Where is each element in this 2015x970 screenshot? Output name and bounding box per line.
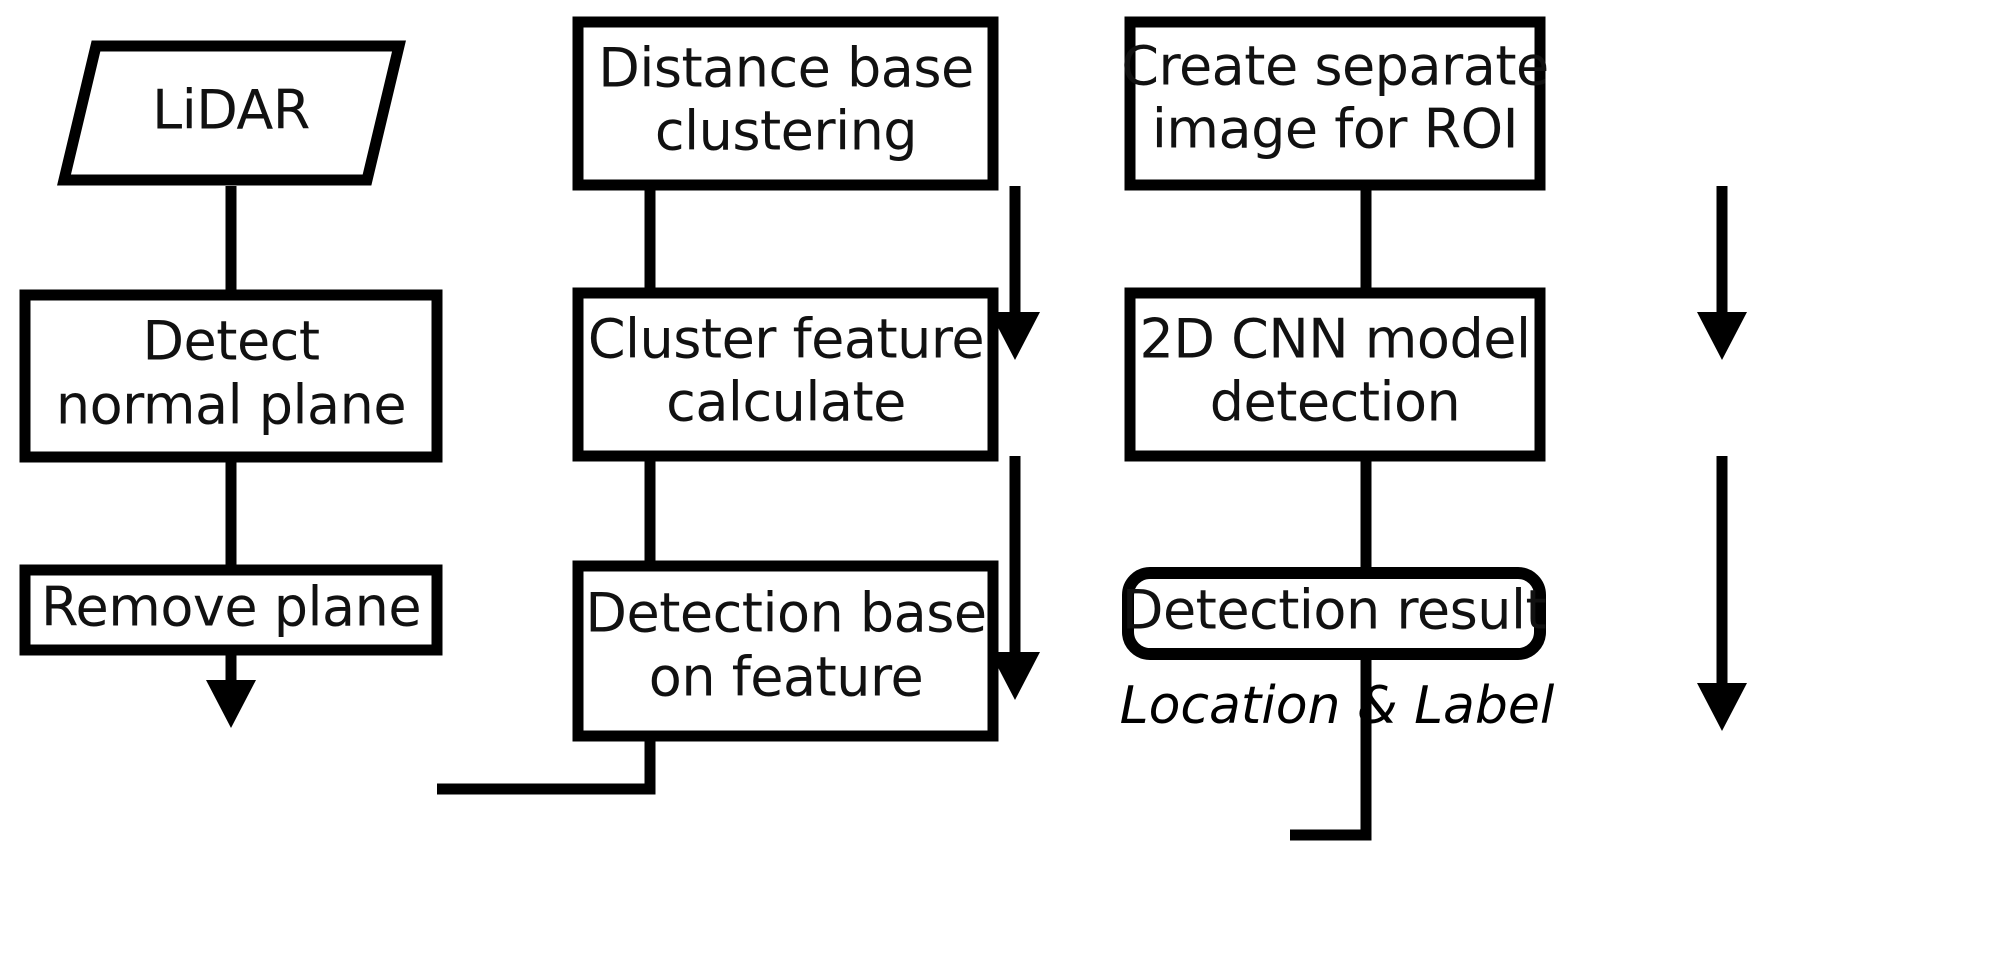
node-cnn-model-detection-label-line2: detection bbox=[1210, 371, 1461, 434]
node-remove-plane[interactable]: Remove plane bbox=[19, 564, 443, 656]
node-cluster-feature-calculate[interactable]: Cluster feature calculate bbox=[572, 287, 999, 462]
node-cnn-model-detection-label-line1: 2D CNN model bbox=[1140, 308, 1531, 371]
edge-cluster-feature-calculate-to-detection-base-on-feature bbox=[990, 456, 1040, 700]
node-remove-plane-label: Remove plane bbox=[41, 576, 421, 639]
node-detection-base-on-feature-label-line1: Detection base bbox=[585, 582, 986, 645]
location-and-label-caption: Location & Label bbox=[1120, 676, 1555, 736]
edge-distance-base-clustering-to-cluster-feature-calculate bbox=[990, 186, 1040, 360]
node-create-separate-image-for-roi-label-line2: image for ROI bbox=[1152, 98, 1518, 161]
edge-create-separate-image-for-roi-to-cnn-model-detection bbox=[1697, 186, 1747, 360]
node-detect-normal-plane-label-line2: normal plane bbox=[56, 374, 406, 437]
edge-cnn-model-detection-to-detection-result bbox=[1697, 456, 1747, 731]
node-create-separate-image-for-roi-label-line1: Create separate bbox=[1121, 35, 1549, 98]
node-distance-base-clustering[interactable]: Distance base clustering bbox=[572, 16, 999, 191]
node-detection-result[interactable]: Detection result bbox=[1122, 567, 1547, 660]
node-distance-base-clustering-label-line2: clustering bbox=[655, 100, 917, 163]
node-detection-result-label: Detection result bbox=[1122, 579, 1546, 642]
node-detection-base-on-feature[interactable]: Detection base on feature bbox=[572, 560, 999, 742]
node-detect-normal-plane[interactable]: Detect normal plane bbox=[19, 289, 443, 463]
node-cluster-feature-calculate-label-line2: calculate bbox=[666, 371, 906, 434]
node-create-separate-image-for-roi[interactable]: Create separate image for ROI bbox=[1121, 16, 1549, 191]
node-detection-base-on-feature-label-line2: on feature bbox=[649, 646, 923, 709]
node-distance-base-clustering-label-line1: Distance base bbox=[598, 37, 974, 100]
node-cnn-model-detection[interactable]: 2D CNN model detection bbox=[1124, 287, 1546, 462]
node-cluster-feature-calculate-label-line1: Cluster feature bbox=[588, 308, 984, 371]
node-detect-normal-plane-label-line1: Detect bbox=[142, 310, 319, 373]
node-lidar-label: LiDAR bbox=[152, 79, 310, 142]
node-lidar[interactable]: LiDAR bbox=[57, 40, 406, 186]
